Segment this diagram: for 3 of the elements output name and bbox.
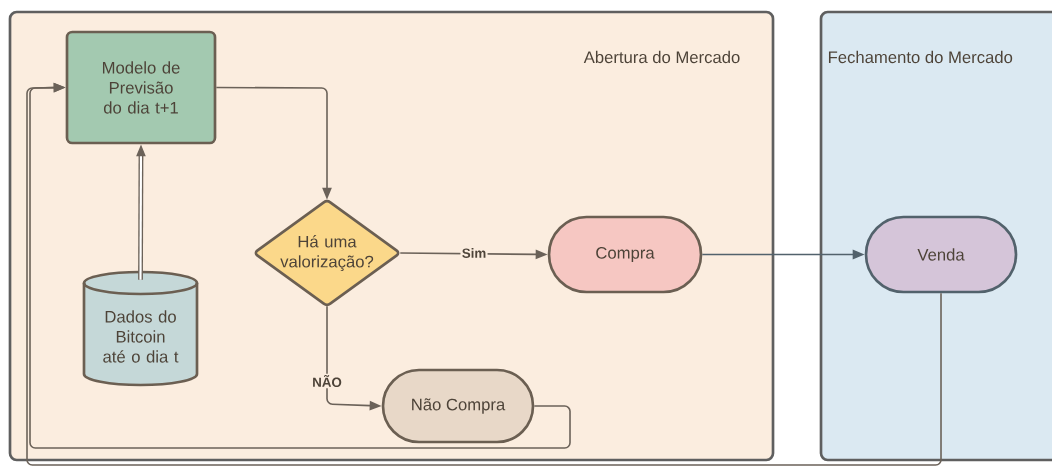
arrow (26, 82, 942, 466)
database-cylinder: Dados do Bitcoin até o dia t (82, 270, 199, 387)
process-box: Modelo de Previsão do dia t+1 (65, 30, 217, 145)
